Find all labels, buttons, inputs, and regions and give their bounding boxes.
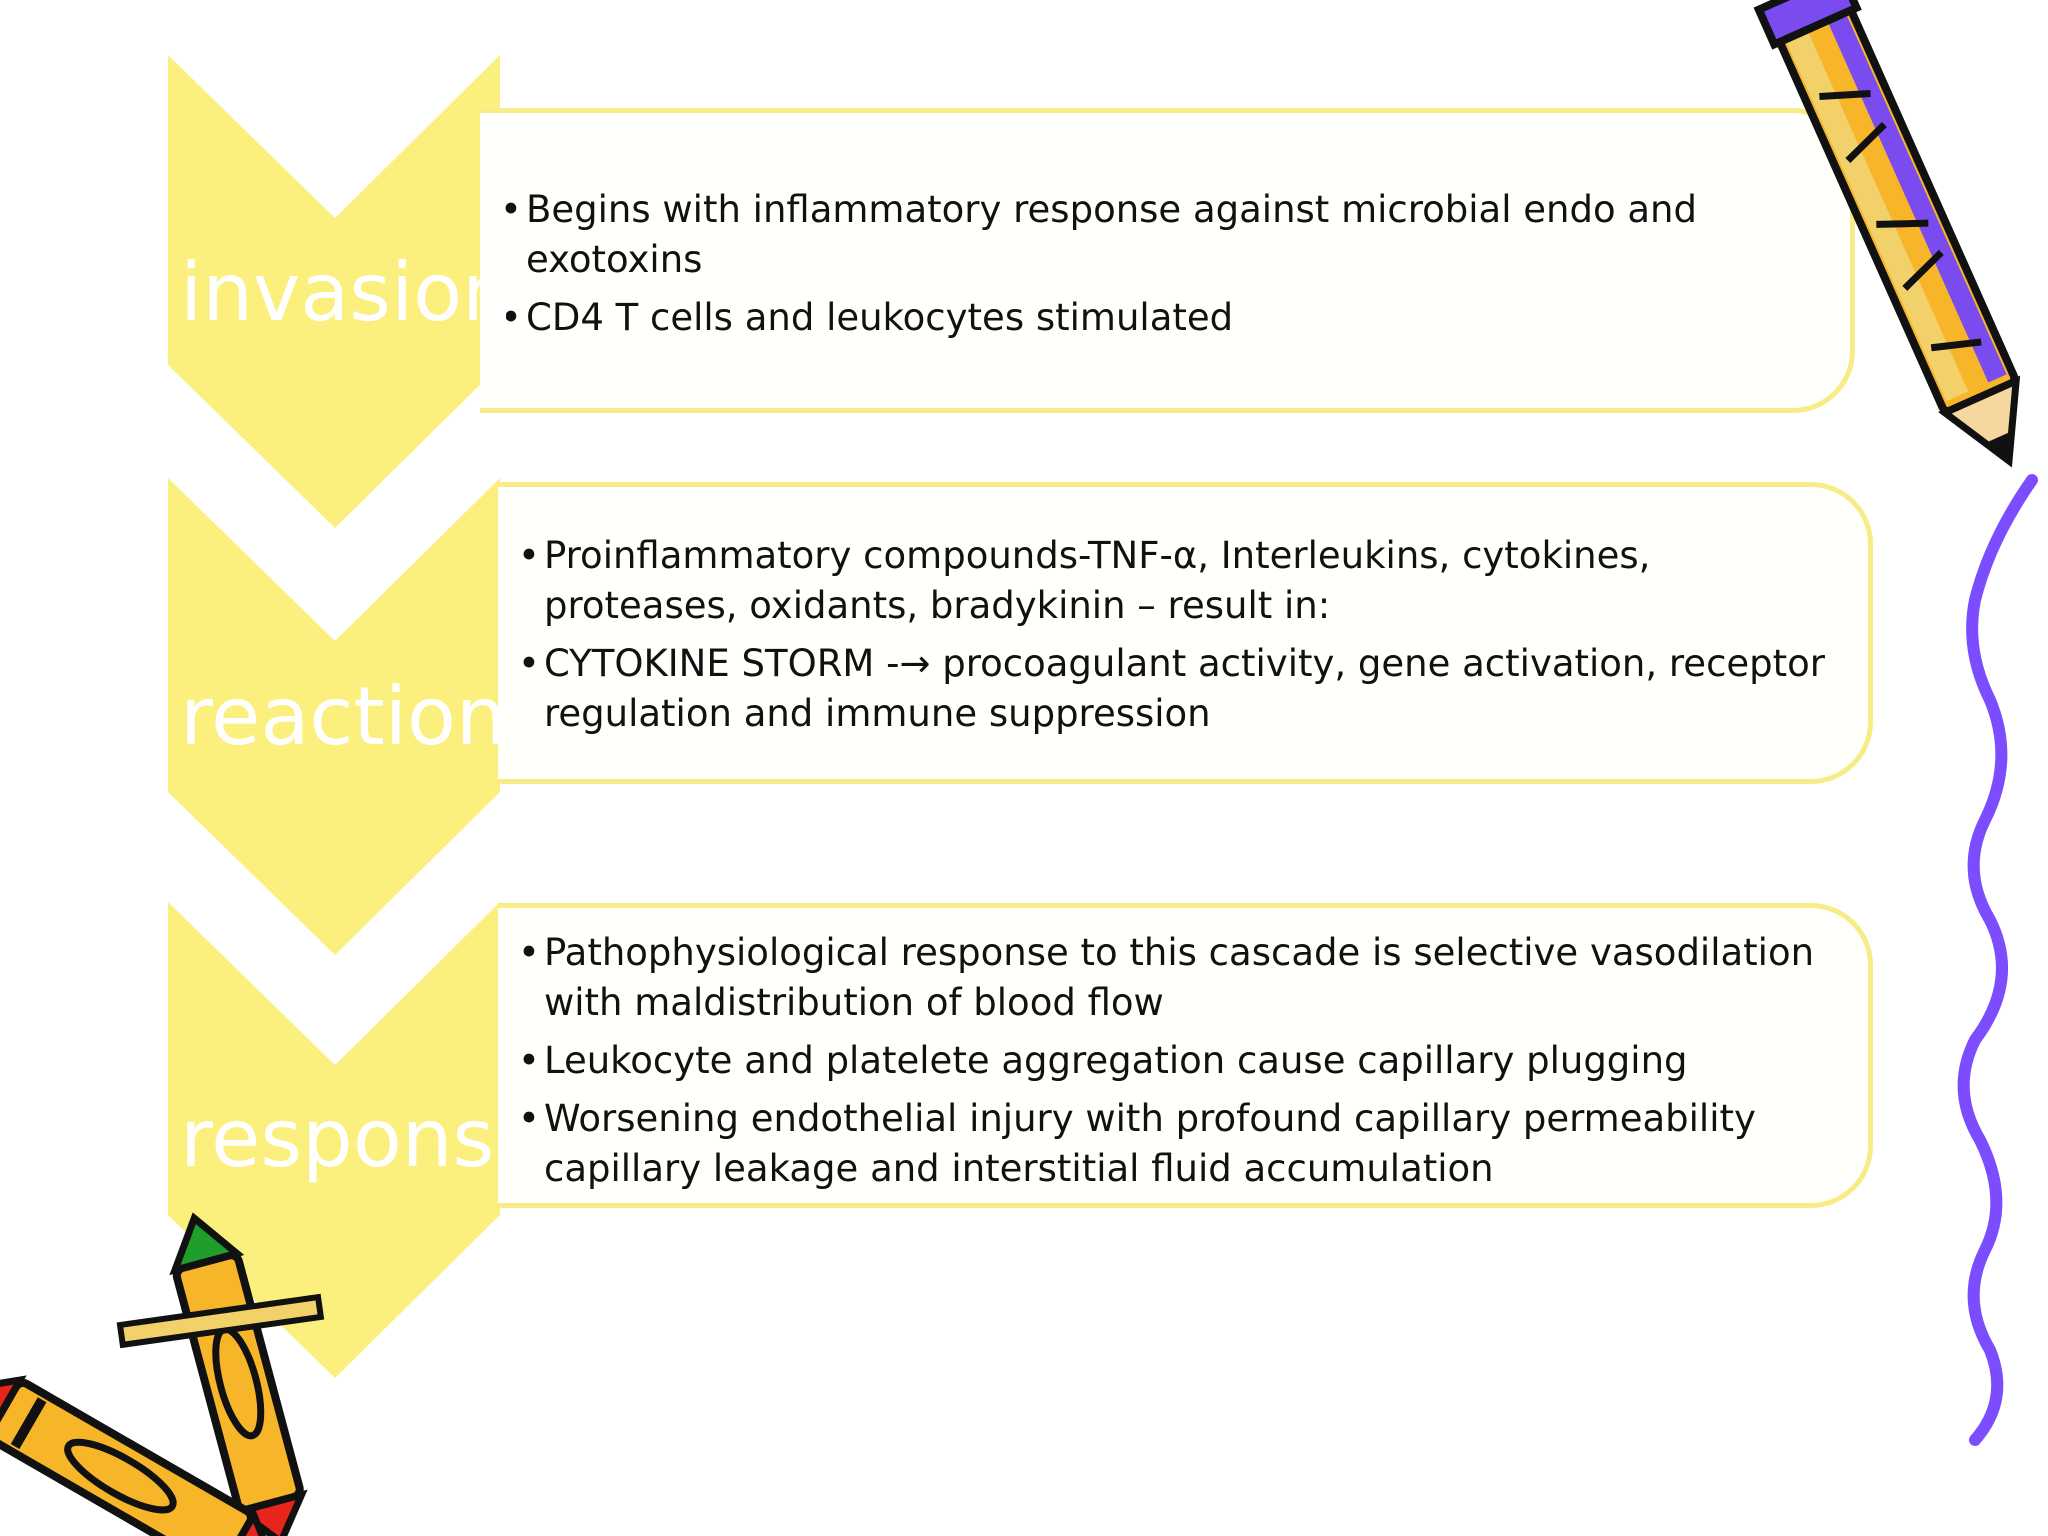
bullet-item: Pathophysiological response to this casc… xyxy=(518,928,1833,1028)
bullet-item: Leukocyte and platelete aggregation caus… xyxy=(518,1036,1833,1086)
bullet-item: CD4 T cells and leukocytes stimulated xyxy=(500,293,1760,343)
chevron-invasion xyxy=(168,55,500,528)
crayons-icon xyxy=(0,1212,325,1536)
panel-response: Pathophysiological response to this casc… xyxy=(498,903,1873,1208)
bullet-item: CYTOKINE STORM -→ procoagulant activity,… xyxy=(518,639,1833,739)
panel-reaction: Proinflammatory compounds-TNF-α, Interle… xyxy=(498,482,1873,784)
bullet-item: Proinflammatory compounds-TNF-α, Interle… xyxy=(518,531,1833,631)
chevron-reaction xyxy=(168,478,500,955)
chevron-response xyxy=(168,902,500,1378)
bullet-list: Pathophysiological response to this casc… xyxy=(518,928,1833,1202)
squiggle-line xyxy=(1957,474,2038,1446)
bullet-item: Worsening endothelial injury with profou… xyxy=(518,1094,1833,1194)
bullet-list: Proinflammatory compounds-TNF-α, Interle… xyxy=(518,531,1833,747)
step-label-reaction: reaction xyxy=(180,670,507,763)
bullet-list: Begins with inflammatory response agains… xyxy=(500,185,1760,351)
pencil-icon xyxy=(1753,0,2021,468)
bullet-item: Begins with inflammatory response agains… xyxy=(500,185,1760,285)
step-label-response: response xyxy=(180,1092,544,1185)
step-label-invasion: invasion xyxy=(180,246,513,339)
panel-invasion: Begins with inflammatory response agains… xyxy=(480,108,1855,413)
